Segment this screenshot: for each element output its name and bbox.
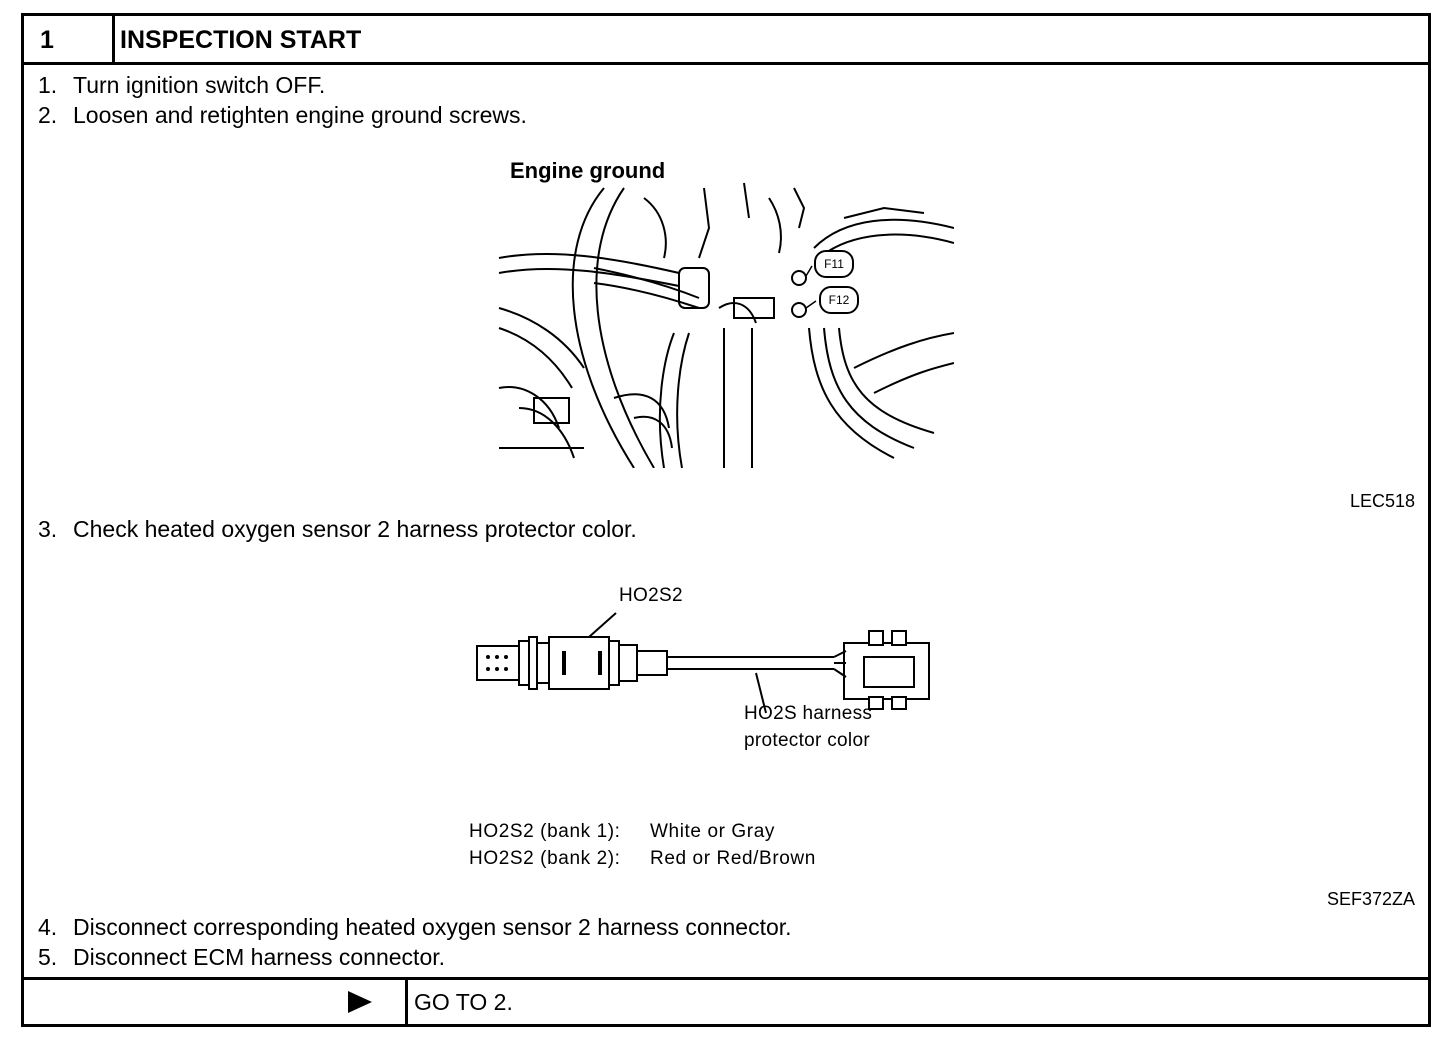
spec-bank-1: HO2S2 (bank 1): White or Gray bbox=[469, 821, 775, 843]
step-title: INSPECTION START bbox=[120, 26, 362, 54]
step-number-cell: 1 bbox=[24, 16, 115, 62]
table-header: 1 INSPECTION START bbox=[24, 16, 1428, 65]
spec-key: HO2S2 (bank 2): bbox=[469, 848, 621, 869]
callout-f11-label: F11 bbox=[824, 257, 844, 271]
step-item-number: 3. bbox=[38, 516, 58, 542]
step-item-number: 4. bbox=[38, 914, 58, 940]
step-item-text: Disconnect corresponding heated oxygen s… bbox=[73, 914, 792, 940]
spec-bank-2: HO2S2 (bank 2): Red or Red/Brown bbox=[469, 848, 816, 870]
step-item-text: Turn ignition switch OFF. bbox=[73, 72, 326, 98]
step-item-5: 5. Disconnect ECM harness connector. bbox=[38, 944, 445, 971]
harness-label-line1: HO2S harness bbox=[744, 703, 873, 724]
right-triangle-arrow-icon bbox=[348, 991, 372, 1013]
step-item-number: 2. bbox=[38, 102, 58, 128]
step-item-text: Check heated oxygen sensor 2 harness pro… bbox=[73, 516, 637, 542]
step-item-1: 1. Turn ignition switch OFF. bbox=[38, 72, 325, 99]
harness-label-line2: protector color bbox=[744, 730, 870, 751]
goto-action[interactable]: GO TO 2. bbox=[414, 989, 513, 1015]
inspection-table: 1 INSPECTION START 1. Turn ignition switc… bbox=[21, 13, 1431, 1027]
step-item-3: 3. Check heated oxygen sensor 2 harness p… bbox=[38, 516, 637, 543]
step-item-text: Loosen and retighten engine ground screw… bbox=[73, 102, 527, 128]
callout-f12: F12 bbox=[819, 286, 859, 314]
spec-value: Red or Red/Brown bbox=[650, 848, 816, 869]
step-item-number: 1. bbox=[38, 72, 58, 98]
table-footer: GO TO 2. bbox=[24, 977, 1428, 1024]
step-item-text: Disconnect ECM harness connector. bbox=[73, 944, 446, 970]
spec-value: White or Gray bbox=[650, 821, 775, 842]
footer-arrow-cell bbox=[24, 980, 408, 1024]
callout-f12-label: F12 bbox=[828, 293, 850, 307]
spec-key: HO2S2 (bank 1): bbox=[469, 821, 621, 842]
engine-bay-drawing bbox=[498, 182, 955, 469]
engine-ground-illustration: Engine ground F11 F12 bbox=[494, 158, 955, 469]
figure-id-sef372za: SEF372ZA bbox=[1326, 889, 1415, 909]
step-item-2: 2. Loosen and retighten engine ground scr… bbox=[38, 102, 527, 129]
ho2s2-sensor-illustration bbox=[474, 571, 954, 731]
step-item-number: 5. bbox=[38, 944, 58, 970]
sensor-label: HO2S2 bbox=[619, 585, 683, 606]
callout-f11: F11 bbox=[814, 250, 854, 278]
figure-id-lec518: LEC518 bbox=[1349, 491, 1415, 511]
step-item-4: 4. Disconnect corresponding heated oxygen… bbox=[38, 914, 792, 941]
step-number: 1 bbox=[40, 26, 54, 54]
sensor-drawing bbox=[476, 612, 930, 714]
engine-ground-label: Engine ground bbox=[510, 158, 670, 184]
